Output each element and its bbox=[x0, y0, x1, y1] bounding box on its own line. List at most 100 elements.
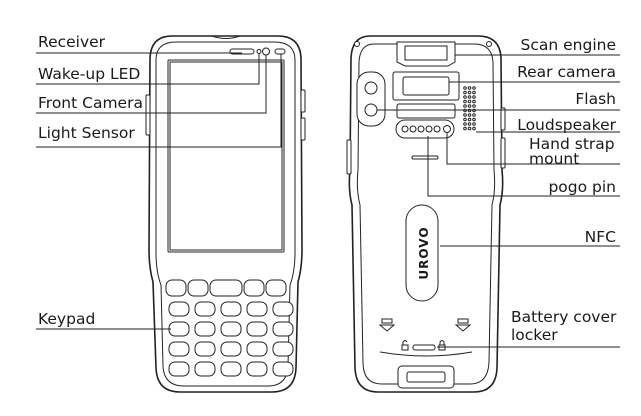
pogo-pin bbox=[433, 125, 441, 133]
keypad-key bbox=[194, 361, 216, 377]
front-screen bbox=[167, 59, 285, 253]
grill-hole bbox=[472, 113, 476, 117]
grill-hole bbox=[463, 99, 467, 104]
label-flash: Flash bbox=[575, 90, 616, 108]
grill-hole bbox=[472, 126, 476, 131]
flash-lens bbox=[364, 103, 378, 117]
grill-hole bbox=[467, 90, 472, 95]
label-hand-strap-2: mount bbox=[529, 150, 579, 168]
bottom-connector-port bbox=[406, 371, 446, 383]
keypad-key bbox=[272, 321, 294, 337]
front-screen-inner bbox=[169, 61, 283, 251]
rear-side-button-left bbox=[346, 139, 352, 175]
top-notch bbox=[211, 35, 241, 39]
side-button-right-2 bbox=[300, 117, 306, 141]
unlock-icon bbox=[401, 340, 409, 351]
grill-hole bbox=[472, 90, 476, 95]
grill-hole bbox=[472, 104, 476, 108]
label-light-sensor: Light Sensor bbox=[38, 124, 135, 142]
keypad-key bbox=[194, 341, 216, 357]
keypad-key bbox=[220, 341, 242, 357]
label-wake-up-led: Wake-up LED bbox=[38, 65, 140, 83]
bottom-connector bbox=[397, 365, 455, 389]
battery-cover-locker bbox=[412, 344, 436, 351]
grill-hole bbox=[467, 126, 472, 131]
grill-hole bbox=[467, 117, 472, 122]
keypad-key bbox=[168, 341, 190, 357]
grill-hole bbox=[472, 86, 476, 90]
label-rear-camera: Rear camera bbox=[517, 63, 616, 81]
keypad-key bbox=[265, 279, 287, 297]
keypad-key bbox=[187, 279, 209, 297]
rear-side-button-right bbox=[500, 107, 506, 131]
label-receiver: Receiver bbox=[38, 33, 106, 51]
labels: Receiver Wake-up LED Front Camera Light … bbox=[38, 33, 617, 344]
rear-camera-lens bbox=[364, 81, 378, 95]
arrow-icon-right bbox=[454, 318, 472, 332]
keypad-key bbox=[272, 341, 294, 357]
keypad-key bbox=[209, 279, 243, 297]
wake-up-led bbox=[256, 49, 262, 54]
scan-engine-window bbox=[404, 45, 448, 61]
leader-wake-up-led bbox=[36, 54, 260, 85]
keypad-key bbox=[243, 279, 265, 297]
pogo-pin bbox=[425, 125, 433, 133]
camera-sub-block bbox=[396, 103, 456, 119]
camera-pod bbox=[356, 71, 386, 127]
pogo-pin bbox=[401, 125, 409, 133]
side-button-left bbox=[145, 94, 151, 136]
grill-hole bbox=[467, 113, 472, 117]
keypad-key bbox=[246, 341, 268, 357]
keypad-key bbox=[272, 301, 294, 317]
grill-hole bbox=[463, 86, 467, 90]
arrow-icon-left bbox=[378, 318, 396, 332]
label-keypad: Keypad bbox=[38, 310, 95, 328]
leader-light-sensor bbox=[36, 54, 282, 148]
label-battery-cover-2: locker bbox=[511, 326, 558, 344]
camera-module bbox=[392, 71, 460, 101]
front-device bbox=[145, 35, 306, 393]
rear-inner-frame bbox=[356, 43, 496, 385]
label-hand-strap-1: Hand strap bbox=[529, 135, 615, 153]
label-pogo-pin: pogo pin bbox=[548, 178, 616, 196]
grill-hole bbox=[463, 122, 467, 126]
grill-hole bbox=[472, 95, 476, 99]
keypad-key bbox=[220, 301, 242, 317]
grill-hole bbox=[463, 90, 467, 95]
leader-front-camera bbox=[36, 55, 267, 114]
pogo-pin bbox=[409, 125, 417, 133]
screw-top-left bbox=[354, 41, 360, 47]
grill-hole bbox=[463, 104, 467, 108]
nfc-plate bbox=[405, 204, 439, 302]
rear-device: UROVO bbox=[346, 35, 506, 393]
label-scan-engine: Scan engine bbox=[521, 36, 616, 54]
keypad-key bbox=[246, 361, 268, 377]
pogo-pin-connector bbox=[395, 119, 455, 139]
bottom-arc bbox=[379, 351, 473, 357]
keypad-key bbox=[246, 301, 268, 317]
keypad-key bbox=[168, 361, 190, 377]
keypad-key bbox=[194, 301, 216, 317]
brand-logo: UROVO bbox=[417, 226, 431, 279]
label-loudspeaker: Loudspeaker bbox=[517, 116, 616, 134]
keypad-key bbox=[246, 321, 268, 337]
leader-lines bbox=[36, 52, 620, 348]
grill-hole bbox=[467, 122, 472, 126]
loudspeaker-grill bbox=[463, 86, 476, 131]
keypad-key bbox=[220, 361, 242, 377]
pogo-pins bbox=[401, 125, 441, 133]
keypad bbox=[165, 279, 294, 377]
strap-slot bbox=[411, 155, 439, 160]
grill-hole bbox=[472, 117, 476, 122]
rear-side-button-right-2 bbox=[500, 137, 506, 169]
grill-hole bbox=[467, 95, 472, 99]
leader-hand-strap bbox=[446, 133, 620, 165]
keypad-key bbox=[194, 321, 216, 337]
keypad-key bbox=[220, 321, 242, 337]
grill-hole bbox=[463, 117, 467, 122]
grill-hole bbox=[463, 113, 467, 117]
grill-hole bbox=[472, 122, 476, 126]
label-battery-cover-1: Battery cover bbox=[511, 308, 617, 326]
